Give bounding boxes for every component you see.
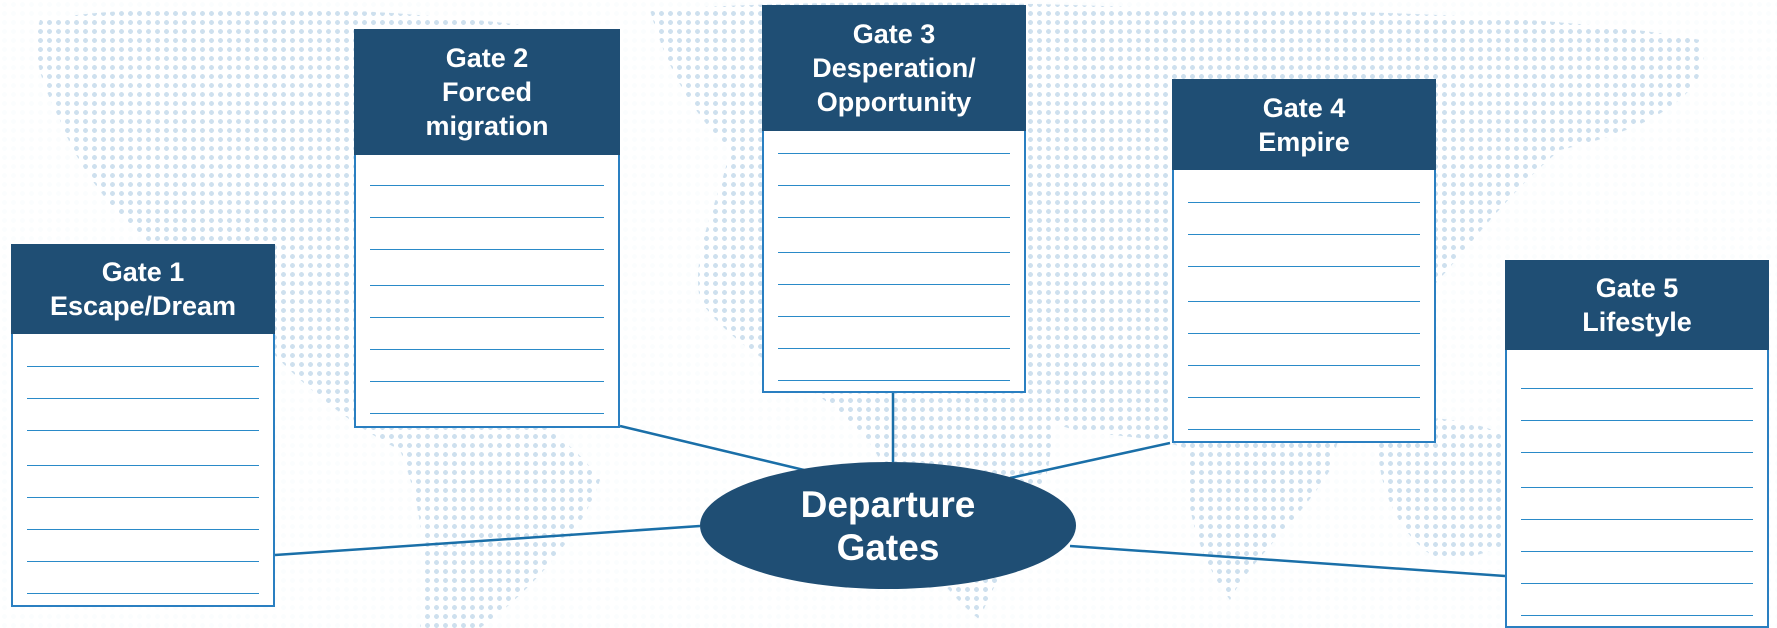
gate-card-4: Gate 4 Empire xyxy=(1172,79,1436,443)
ruled-line xyxy=(1521,388,1753,389)
ruled-line xyxy=(27,465,259,466)
gate-subtitle: Forced xyxy=(441,77,533,107)
ruled-line xyxy=(370,285,604,286)
ruled-line xyxy=(370,413,604,414)
gate-header: Gate 4 Empire xyxy=(1172,79,1436,170)
gate-subtitle: migration xyxy=(425,111,549,141)
ruled-line xyxy=(1188,333,1420,334)
gate-header: Gate 1 Escape/Dream xyxy=(11,244,275,334)
gate-title: Gate 3 xyxy=(852,19,936,49)
connector-gate-4 xyxy=(1009,441,1171,480)
gate-header: Gate 5 Lifestyle xyxy=(1505,260,1769,350)
ruled-line xyxy=(1521,583,1753,584)
ruled-line xyxy=(1188,429,1420,430)
gate-subtitle: Desperation/ xyxy=(812,53,976,83)
hub-label-line-1: Departure xyxy=(800,483,976,525)
ruled-line xyxy=(778,380,1010,381)
gate-header: Gate 3 Desperation/ Opportunity xyxy=(762,5,1026,131)
ruled-line xyxy=(1521,452,1753,453)
gate-title: Gate 2 xyxy=(445,43,529,73)
connector-gate-5 xyxy=(1069,544,1506,578)
ruled-line xyxy=(1188,202,1420,203)
ruled-line xyxy=(370,317,604,318)
hub-label-line-2: Gates xyxy=(836,526,940,568)
ruled-line xyxy=(1521,551,1753,552)
ruled-line xyxy=(778,153,1010,154)
gate-card-2: Gate 2 Forced migration xyxy=(354,29,620,428)
gate-notes-area[interactable] xyxy=(1172,170,1436,443)
ruled-line xyxy=(778,348,1010,349)
ruled-line xyxy=(27,430,259,431)
gate-card-5: Gate 5 Lifestyle xyxy=(1505,260,1769,628)
ruled-line xyxy=(778,316,1010,317)
ruled-line xyxy=(27,398,259,399)
ruled-line xyxy=(778,185,1010,186)
gate-notes-area[interactable] xyxy=(354,155,620,428)
connector-gate-2 xyxy=(619,424,805,472)
ruled-line xyxy=(1521,487,1753,488)
ruled-line xyxy=(1188,365,1420,366)
ruled-line xyxy=(1188,234,1420,235)
gate-title: Gate 5 xyxy=(1595,273,1679,303)
gate-subtitle: Empire xyxy=(1258,126,1350,157)
connector-gate-1 xyxy=(274,524,701,557)
ruled-line xyxy=(1188,397,1420,398)
ruled-line xyxy=(27,561,259,562)
departure-gates-hub: Departure Gates xyxy=(700,462,1076,589)
gate-header: Gate 2 Forced migration xyxy=(354,29,620,155)
ruled-line xyxy=(1521,420,1753,421)
ruled-line xyxy=(1188,266,1420,267)
gate-card-3: Gate 3 Desperation/ Opportunity xyxy=(762,5,1026,393)
gate-title: Gate 1 xyxy=(101,257,185,287)
ruled-line xyxy=(27,497,259,498)
ruled-line xyxy=(778,252,1010,253)
ruled-line xyxy=(1521,615,1753,616)
ruled-line xyxy=(27,529,259,530)
gate-notes-area[interactable] xyxy=(1505,350,1769,628)
gate-subtitle: Escape/Dream xyxy=(49,291,237,321)
ruled-line xyxy=(370,349,604,350)
ruled-line xyxy=(370,381,604,382)
gate-notes-area[interactable] xyxy=(762,131,1026,393)
gate-notes-area[interactable] xyxy=(11,334,275,607)
ruled-line xyxy=(370,249,604,250)
gate-title: Gate 4 xyxy=(1262,92,1346,123)
ruled-line xyxy=(370,185,604,186)
ruled-line xyxy=(370,217,604,218)
gate-subtitle: Lifestyle xyxy=(1582,307,1692,337)
gate-subtitle: Opportunity xyxy=(816,87,972,117)
ruled-line xyxy=(778,217,1010,218)
ruled-line xyxy=(1521,519,1753,520)
ruled-line xyxy=(27,366,259,367)
ruled-line xyxy=(27,593,259,594)
ruled-line xyxy=(778,284,1010,285)
gate-card-1: Gate 1 Escape/Dream xyxy=(11,244,275,607)
ruled-line xyxy=(1188,301,1420,302)
